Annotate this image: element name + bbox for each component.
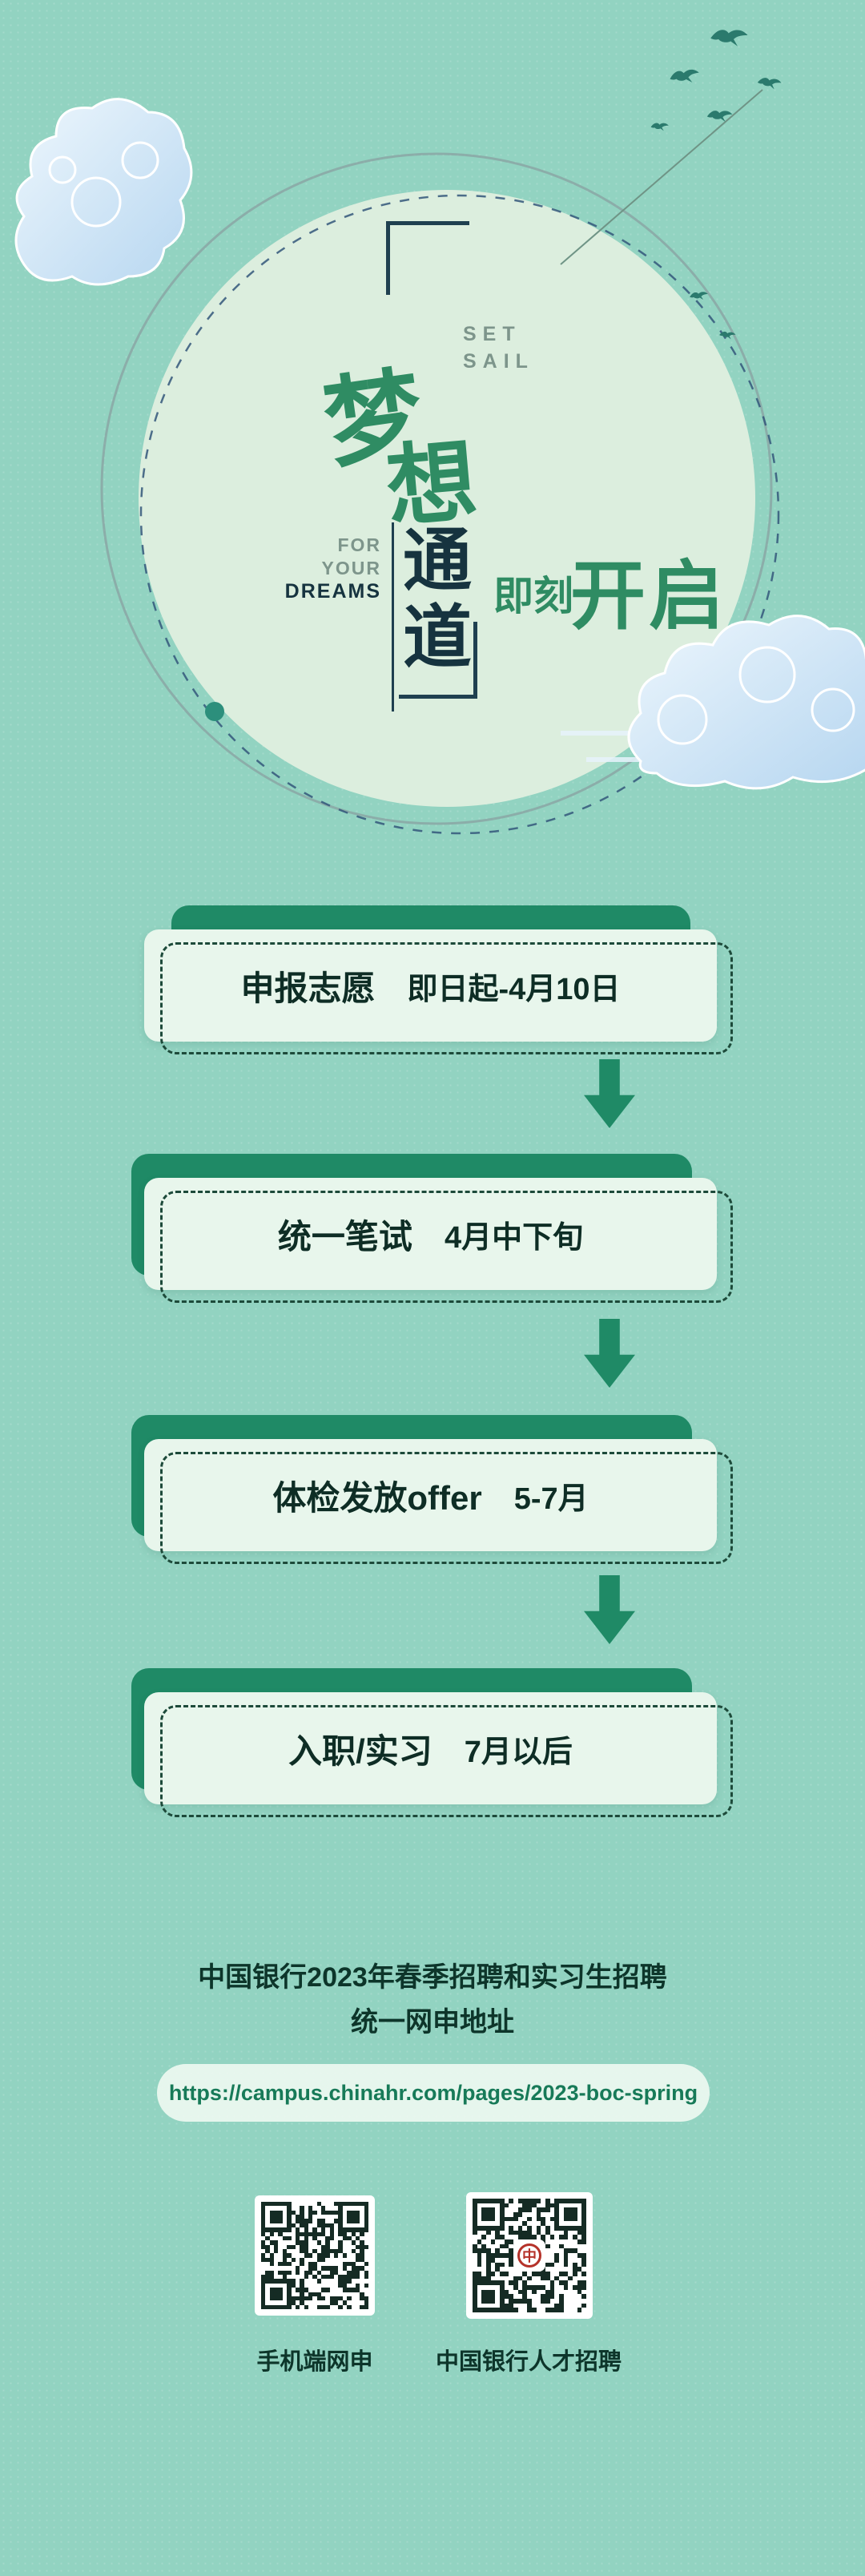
application-url-text: https://campus.chinahr.com/pages/2023-bo… [168, 2080, 698, 2105]
step-title: 统一笔试 [277, 1217, 412, 1256]
bank-logo-icon: 中 [513, 2239, 545, 2272]
diagonal-line [560, 89, 763, 265]
dreams-line: DREAMS [284, 580, 381, 603]
step-title: 体检发放offer [272, 1478, 482, 1517]
step-time: 5-7月 [513, 1482, 589, 1516]
hero-decoration [14, 30, 865, 835]
step-card-face: 申报志愿 即日起-4月10日 [144, 929, 717, 1042]
arrow-down-icon [584, 1575, 635, 1644]
qr-label-mobile: 手机端网申 [256, 2349, 373, 2375]
step-card-2: 统一笔试 4月中下旬 [131, 1154, 733, 1303]
step-card-1: 申报志愿 即日起-4月10日 [144, 905, 733, 1054]
gray-ring [100, 152, 773, 825]
vertical-divider [392, 522, 394, 712]
qr-label-talent: 中国银行人才招聘 [435, 2349, 622, 2375]
for-line: FOR [337, 534, 381, 555]
step-card-face: 体检发放offer 5-7月 [144, 1439, 717, 1551]
step-card-face: 入职/实习 7月以后 [144, 1692, 717, 1804]
step-time: 4月中下旬 [444, 1220, 584, 1255]
for-your-dreams-caption: FOR YOUR DREAMS [264, 534, 381, 603]
step-time: 7月以后 [464, 1735, 573, 1769]
qr-code-mobile-apply [255, 2195, 375, 2316]
channel-vertical-text: 通 道 [400, 522, 474, 676]
corner-bracket-icon [386, 221, 469, 295]
step-title: 申报志愿 [240, 969, 376, 1007]
cloud-icon [561, 615, 865, 790]
accent-dot [205, 702, 224, 721]
channel-char-2: 道 [403, 599, 472, 676]
set-sail-line2: SAIL [463, 350, 534, 373]
qr-code-talent-recruitment: 中 [466, 2192, 593, 2319]
tagline-big: 开启 [570, 552, 728, 640]
footer-line-1: 中国银行2023年春季招聘和实习生招聘 [198, 1962, 667, 1993]
step-card-face: 统一笔试 4月中下旬 [144, 1178, 717, 1290]
cloud-icon [14, 98, 193, 286]
step-title: 入职/实习 [288, 1731, 432, 1770]
application-url-link[interactable]: https://campus.chinahr.com/pages/2023-bo… [157, 2064, 710, 2122]
bank-logo-glyph: 中 [517, 2243, 541, 2268]
dashed-circle [139, 194, 780, 835]
corner-bracket-icon [399, 622, 477, 699]
arrow-down-icon [584, 1319, 635, 1388]
your-line: YOUR [321, 558, 381, 578]
step-card-3: 体检发放offer 5-7月 [131, 1415, 733, 1564]
step-card-4: 入职/实习 7月以后 [131, 1668, 733, 1817]
tagline-small: 即刻 [493, 572, 573, 619]
arrow-down-icon [584, 1059, 635, 1128]
set-sail-line1: SET [463, 323, 521, 345]
channel-char-1: 通 [403, 522, 472, 599]
set-sail-caption: SET SAIL [463, 320, 534, 375]
hero-circle [139, 190, 755, 807]
footer-line-2: 统一网申地址 [351, 2007, 514, 2038]
step-time: 即日起-4月10日 [407, 972, 621, 1006]
